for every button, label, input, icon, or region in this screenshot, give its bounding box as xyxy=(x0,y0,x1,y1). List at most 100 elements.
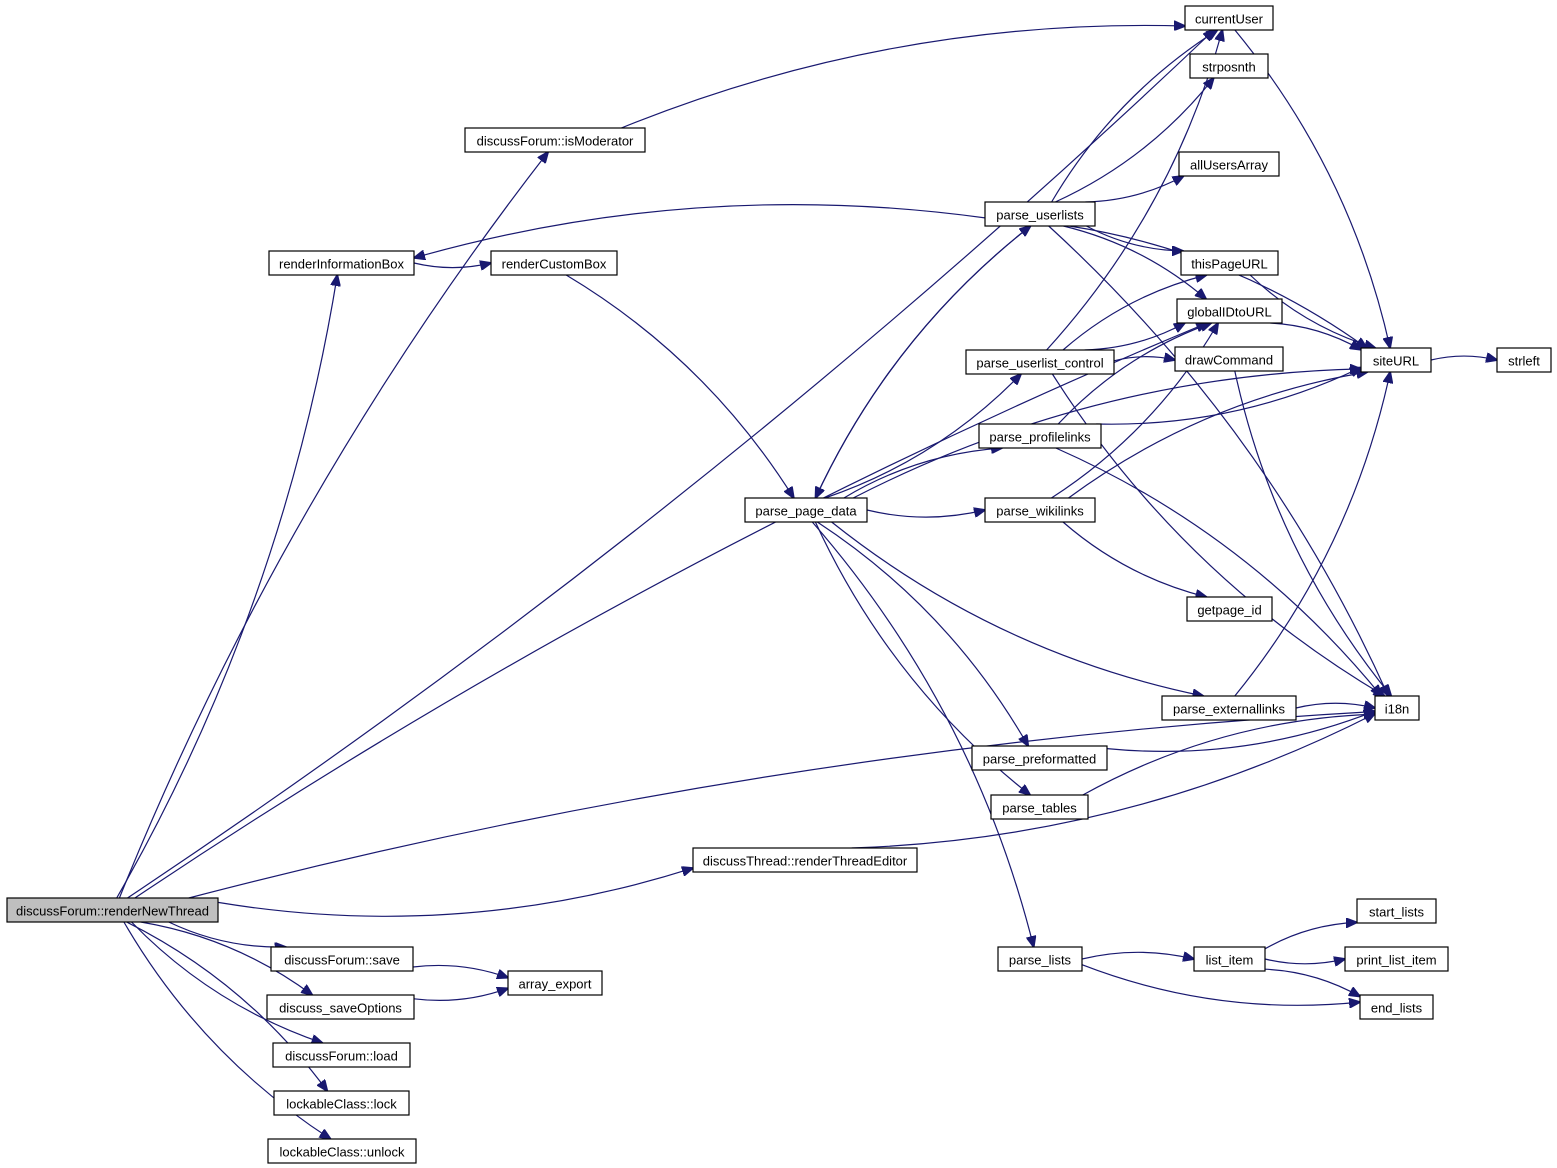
node-box-i18n[interactable] xyxy=(1374,695,1420,721)
node-parse_profilelinks[interactable]: parse_profilelinks xyxy=(978,423,1102,449)
node-box-isModerator[interactable] xyxy=(464,127,646,153)
node-box-siteURL[interactable] xyxy=(1360,347,1432,373)
node-label-array_export: array_export xyxy=(519,977,592,992)
node-i18n[interactable]: i18n xyxy=(1374,695,1420,721)
node-box-thisPageURL[interactable] xyxy=(1180,250,1279,276)
node-label-renderNewThread: discussForum::renderNewThread xyxy=(16,904,209,919)
edge-parse_page_data-to-parse_externallinks xyxy=(831,521,1204,696)
node-box-renderThreadEditor[interactable] xyxy=(692,847,918,873)
node-box-parse_userlist_control[interactable] xyxy=(965,349,1115,375)
node-save[interactable]: discussForum::save xyxy=(270,946,414,972)
node-box-parse_page_data[interactable] xyxy=(744,497,868,523)
node-box-unlock[interactable] xyxy=(267,1138,417,1164)
node-parse_userlists[interactable]: parse_userlists xyxy=(984,201,1096,227)
node-box-parse_wikilinks[interactable] xyxy=(984,497,1096,523)
node-box-discuss_saveOptions[interactable] xyxy=(266,994,415,1020)
node-box-drawCommand[interactable] xyxy=(1174,346,1284,372)
node-box-parse_tables[interactable] xyxy=(990,794,1089,820)
edge-list_item-to-start_lists xyxy=(1264,922,1357,950)
node-box-parse_profilelinks[interactable] xyxy=(978,423,1102,449)
edge-renderNewThread-to-renderInformationBox xyxy=(116,275,338,899)
node-parse_preformatted[interactable]: parse_preformatted xyxy=(971,745,1108,771)
node-label-parse_userlists: parse_userlists xyxy=(996,208,1084,223)
node-label-siteURL: siteURL xyxy=(1373,354,1419,369)
node-renderThreadEditor[interactable]: discussThread::renderThreadEditor xyxy=(692,847,918,873)
edge-parse_userlist_control-to-thisPageURL xyxy=(1062,275,1207,351)
node-box-getpage_id[interactable] xyxy=(1186,596,1273,622)
edge-parse_profilelinks-to-siteURL xyxy=(1096,368,1361,425)
node-box-globalIDtoURL[interactable] xyxy=(1176,298,1283,324)
edge-discuss_saveOptions-to-array_export xyxy=(413,988,508,1001)
node-box-start_lists[interactable] xyxy=(1356,898,1437,924)
node-box-lock[interactable] xyxy=(273,1090,410,1116)
node-discuss_saveOptions[interactable]: discuss_saveOptions xyxy=(266,994,415,1020)
node-box-allUsersArray[interactable] xyxy=(1178,151,1280,177)
node-label-renderThreadEditor: discussThread::renderThreadEditor xyxy=(703,854,908,869)
node-box-save[interactable] xyxy=(270,946,414,972)
node-box-parse_userlists[interactable] xyxy=(984,201,1096,227)
node-strposnth[interactable]: strposnth xyxy=(1189,53,1269,79)
node-allUsersArray[interactable]: allUsersArray xyxy=(1178,151,1280,177)
node-strleft[interactable]: strleft xyxy=(1496,347,1552,373)
node-drawCommand[interactable]: drawCommand xyxy=(1174,346,1284,372)
node-parse_page_data[interactable]: parse_page_data xyxy=(744,497,868,523)
node-parse_userlist_control[interactable]: parse_userlist_control xyxy=(965,349,1115,375)
edge-parse_userlists-to-renderInformationBox xyxy=(414,204,986,258)
node-box-print_list_item[interactable] xyxy=(1344,946,1449,972)
edge-parse_preformatted-to-i18n xyxy=(1106,711,1375,752)
edge-parse_externallinks-to-siteURL xyxy=(1234,372,1390,697)
edge-parse_page_data-to-parse_userlists xyxy=(814,226,1031,499)
edge-parse_userlists-to-globalIDtoURL xyxy=(1063,225,1206,299)
node-end_lists[interactable]: end_lists xyxy=(1359,994,1434,1020)
node-box-array_export[interactable] xyxy=(507,970,603,996)
node-label-isModerator: discussForum::isModerator xyxy=(477,134,634,149)
node-box-renderCustomBox[interactable] xyxy=(490,250,618,276)
node-print_list_item[interactable]: print_list_item xyxy=(1344,946,1449,972)
node-box-parse_lists[interactable] xyxy=(997,946,1083,972)
edge-renderCustomBox-to-parse_page_data xyxy=(565,274,794,498)
node-box-renderNewThread[interactable] xyxy=(6,897,219,923)
node-box-currentUser[interactable] xyxy=(1184,5,1274,31)
node-array_export[interactable]: array_export xyxy=(507,970,603,996)
node-getpage_id[interactable]: getpage_id xyxy=(1186,596,1273,622)
node-box-strleft[interactable] xyxy=(1496,347,1552,373)
node-box-parse_preformatted[interactable] xyxy=(971,745,1108,771)
node-thisPageURL[interactable]: thisPageURL xyxy=(1180,250,1279,276)
node-box-parse_externallinks[interactable] xyxy=(1161,695,1297,721)
node-label-parse_profilelinks: parse_profilelinks xyxy=(989,430,1091,445)
edge-parse_tables-to-i18n xyxy=(1082,714,1375,796)
node-parse_externallinks[interactable]: parse_externallinks xyxy=(1161,695,1297,721)
node-start_lists[interactable]: start_lists xyxy=(1356,898,1437,924)
node-parse_lists[interactable]: parse_lists xyxy=(997,946,1083,972)
edge-renderNewThread-to-currentUser xyxy=(127,30,1215,899)
node-renderNewThread[interactable]: discussForum::renderNewThread xyxy=(6,897,219,923)
edge-parse_wikilinks-to-getpage_id xyxy=(1062,521,1207,597)
node-parse_wikilinks[interactable]: parse_wikilinks xyxy=(984,497,1096,523)
node-box-list_item[interactable] xyxy=(1193,946,1266,972)
node-siteURL[interactable]: siteURL xyxy=(1360,347,1432,373)
node-box-load[interactable] xyxy=(272,1042,411,1068)
node-load[interactable]: discussForum::load xyxy=(272,1042,411,1068)
node-lock[interactable]: lockableClass::lock xyxy=(273,1090,410,1116)
node-list_item[interactable]: list_item xyxy=(1193,946,1266,972)
node-box-end_lists[interactable] xyxy=(1359,994,1434,1020)
node-unlock[interactable]: lockableClass::unlock xyxy=(267,1138,417,1164)
node-currentUser[interactable]: currentUser xyxy=(1184,5,1274,31)
node-globalIDtoURL[interactable]: globalIDtoURL xyxy=(1176,298,1283,324)
node-label-renderInformationBox: renderInformationBox xyxy=(279,257,405,272)
node-isModerator[interactable]: discussForum::isModerator xyxy=(464,127,646,153)
edge-drawCommand-to-i18n xyxy=(1234,370,1391,696)
node-box-strposnth[interactable] xyxy=(1189,53,1269,79)
node-label-parse_lists: parse_lists xyxy=(1009,953,1072,968)
node-label-parse_userlist_control: parse_userlist_control xyxy=(976,356,1103,371)
node-parse_tables[interactable]: parse_tables xyxy=(990,794,1089,820)
node-label-parse_preformatted: parse_preformatted xyxy=(983,752,1096,767)
node-label-parse_page_data: parse_page_data xyxy=(755,504,857,519)
edge-renderNewThread-to-i18n xyxy=(188,712,1375,899)
node-box-renderInformationBox[interactable] xyxy=(268,250,415,276)
node-renderCustomBox[interactable]: renderCustomBox xyxy=(490,250,618,276)
node-renderInformationBox[interactable]: renderInformationBox xyxy=(268,250,415,276)
node-label-renderCustomBox: renderCustomBox xyxy=(502,257,607,272)
node-label-start_lists: start_lists xyxy=(1369,905,1424,920)
